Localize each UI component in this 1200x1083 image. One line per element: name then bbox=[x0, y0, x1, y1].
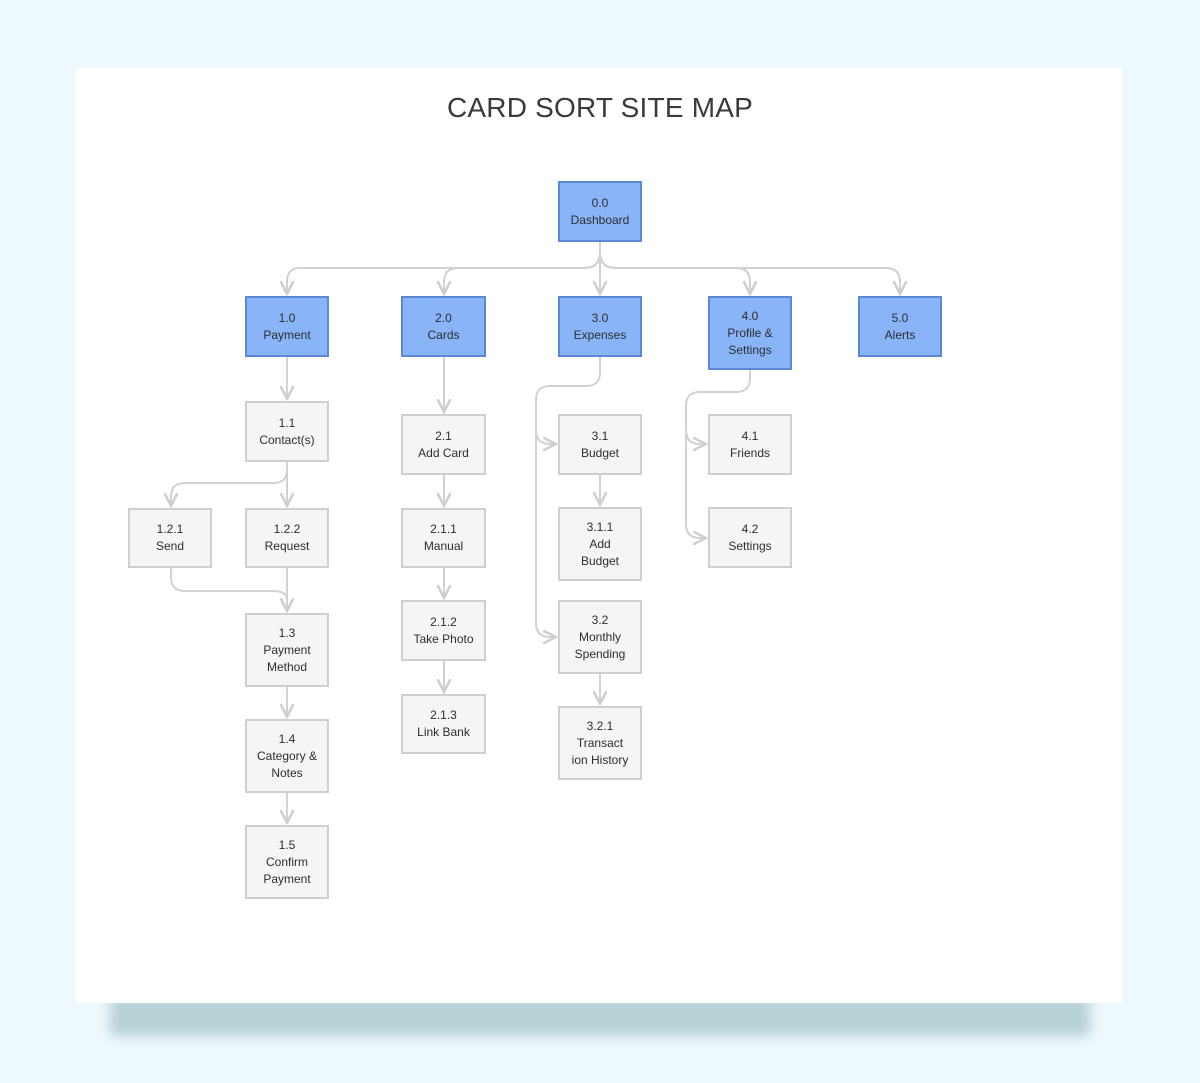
node-friends[interactable]: 4.1 Friends bbox=[708, 414, 792, 475]
node-label: Request bbox=[264, 539, 310, 553]
node-take-photo[interactable]: 2.1.2 Take Photo bbox=[401, 600, 486, 661]
node-label: Alerts bbox=[884, 327, 916, 342]
page-title: CARD SORT SITE MAP bbox=[447, 92, 753, 123]
edge-3-to-32 bbox=[535, 430, 556, 637]
node-label: Payment bbox=[263, 327, 311, 342]
node-label: Add Card bbox=[418, 445, 469, 460]
node-number: 5.0 bbox=[891, 310, 909, 325]
node-expenses[interactable]: 3.0 Expenses bbox=[558, 296, 642, 357]
node-label: Link Bank bbox=[417, 725, 470, 739]
node-settings[interactable]: 4.2 Settings bbox=[708, 507, 792, 568]
node-number: 3.2 bbox=[591, 612, 609, 627]
node-budget[interactable]: 3.1 Budget bbox=[558, 414, 642, 475]
node-add-budget[interactable]: 3.1.1 Add Budget bbox=[558, 507, 642, 581]
node-category-notes[interactable]: 1.4 Category & Notes bbox=[245, 719, 329, 793]
node-number: 1.3 bbox=[278, 625, 296, 640]
node-label: Manual bbox=[423, 539, 464, 553]
node-profile-settings[interactable]: 4.0 Profile & Settings bbox=[708, 296, 792, 370]
node-number: 1.4 bbox=[278, 731, 296, 746]
node-label: Settings bbox=[728, 538, 772, 553]
node-label: Budget bbox=[580, 445, 620, 460]
edge-3-to-31 bbox=[535, 357, 601, 444]
edge-0-to-2 bbox=[444, 251, 601, 294]
edge-121-to-13 bbox=[170, 568, 288, 601]
node-number: 4.1 bbox=[741, 428, 759, 443]
node-number: 1.0 bbox=[278, 310, 296, 325]
node-number: 2.1.2 bbox=[430, 614, 457, 629]
node-number: 3.2.1 bbox=[586, 718, 614, 733]
node-label: Transact ion History bbox=[571, 735, 629, 767]
edge-4-to-41 bbox=[685, 370, 751, 444]
node-number: 1.2.2 bbox=[273, 522, 301, 536]
node-cards[interactable]: 2.0 Cards bbox=[401, 296, 486, 357]
node-number: 4.0 bbox=[741, 308, 759, 323]
node-label: Friends bbox=[729, 445, 770, 460]
node-add-card[interactable]: 2.1 Add Card bbox=[401, 414, 486, 475]
node-number: 1.1 bbox=[278, 415, 296, 430]
node-send[interactable]: 1.2.1 Send bbox=[128, 508, 212, 568]
node-number: 2.1.3 bbox=[430, 708, 457, 722]
node-contacts[interactable]: 1.1 Contact(s) bbox=[245, 401, 329, 462]
node-transaction-history[interactable]: 3.2.1 Transact ion History bbox=[558, 706, 642, 780]
node-request[interactable]: 1.2.2 Request bbox=[245, 508, 329, 568]
node-number: 0.0 bbox=[591, 195, 609, 210]
node-label: Expenses bbox=[573, 327, 627, 342]
node-number: 2.1 bbox=[435, 428, 452, 443]
node-number: 2.1.1 bbox=[430, 522, 457, 536]
node-label: Add Budget bbox=[580, 536, 620, 568]
edge-0-to-4 bbox=[599, 251, 750, 294]
edge-11-to-121 bbox=[171, 469, 288, 506]
node-number: 2.0 bbox=[435, 310, 452, 325]
node-number: 3.0 bbox=[591, 310, 609, 325]
node-number: 1.2.1 bbox=[156, 522, 184, 536]
node-number: 1.5 bbox=[278, 837, 296, 852]
node-label: Cards bbox=[427, 327, 460, 342]
node-label: Contact(s) bbox=[259, 432, 315, 447]
node-label: Send bbox=[155, 539, 185, 553]
node-label: Dashboard bbox=[570, 212, 630, 227]
node-dashboard[interactable]: 0.0 Dashboard bbox=[558, 181, 642, 242]
node-number: 3.1.1 bbox=[586, 519, 614, 534]
node-label: Take Photo bbox=[413, 631, 474, 646]
node-payment[interactable]: 1.0 Payment bbox=[245, 296, 329, 357]
node-label: Confirm Payment bbox=[263, 854, 311, 886]
node-confirm-payment[interactable]: 1.5 Confirm Payment bbox=[245, 825, 329, 899]
node-label: Profile & Settings bbox=[727, 325, 773, 357]
node-label: Category & Notes bbox=[256, 748, 318, 780]
node-label: Monthly Spending bbox=[574, 629, 626, 661]
node-manual[interactable]: 2.1.1 Manual bbox=[401, 508, 486, 568]
node-number: 4.2 bbox=[741, 521, 759, 536]
edge-4-to-42 bbox=[685, 430, 706, 538]
node-link-bank[interactable]: 2.1.3 Link Bank bbox=[401, 694, 486, 754]
node-alerts[interactable]: 5.0 Alerts bbox=[858, 296, 942, 357]
node-monthly-spending[interactable]: 3.2 Monthly Spending bbox=[558, 600, 642, 674]
node-payment-method[interactable]: 1.3 Payment Method bbox=[245, 613, 329, 687]
node-number: 3.1 bbox=[591, 428, 609, 443]
node-label: Payment Method bbox=[263, 642, 311, 674]
edge-0-to-5 bbox=[599, 251, 900, 294]
